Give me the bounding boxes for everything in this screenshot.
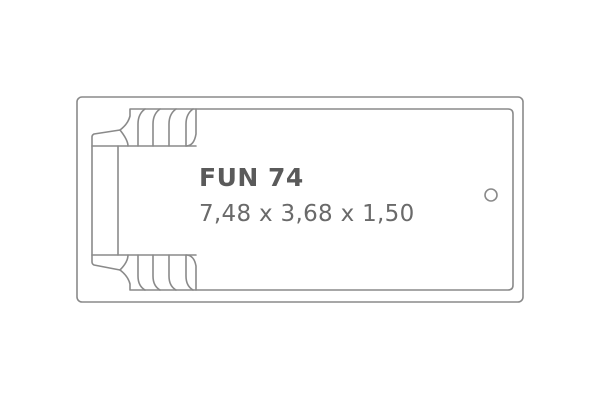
model-name: FUN 74 — [199, 163, 304, 192]
bottom-step-4 — [185, 254, 194, 291]
pool-outer-rim — [76, 96, 524, 303]
top-steps — [91, 108, 197, 147]
top-step-edge — [119, 129, 129, 147]
bottom-steps — [91, 254, 197, 291]
top-step-3 — [168, 108, 177, 147]
bottom-step-edge — [119, 254, 129, 271]
bottom-step-3 — [168, 254, 177, 291]
top-step-2 — [152, 108, 161, 147]
top-step-4 — [185, 108, 194, 147]
bottom-step-cap — [185, 254, 197, 291]
pool-dimensions: 7,48 x 3,68 x 1,50 — [199, 201, 415, 227]
top-step-cap — [185, 108, 197, 147]
bottom-step-2 — [152, 254, 161, 291]
pool-inner-basin — [91, 108, 514, 291]
skimmer-circle — [484, 188, 498, 202]
bottom-step-1 — [137, 254, 146, 291]
top-step-1 — [137, 108, 146, 147]
